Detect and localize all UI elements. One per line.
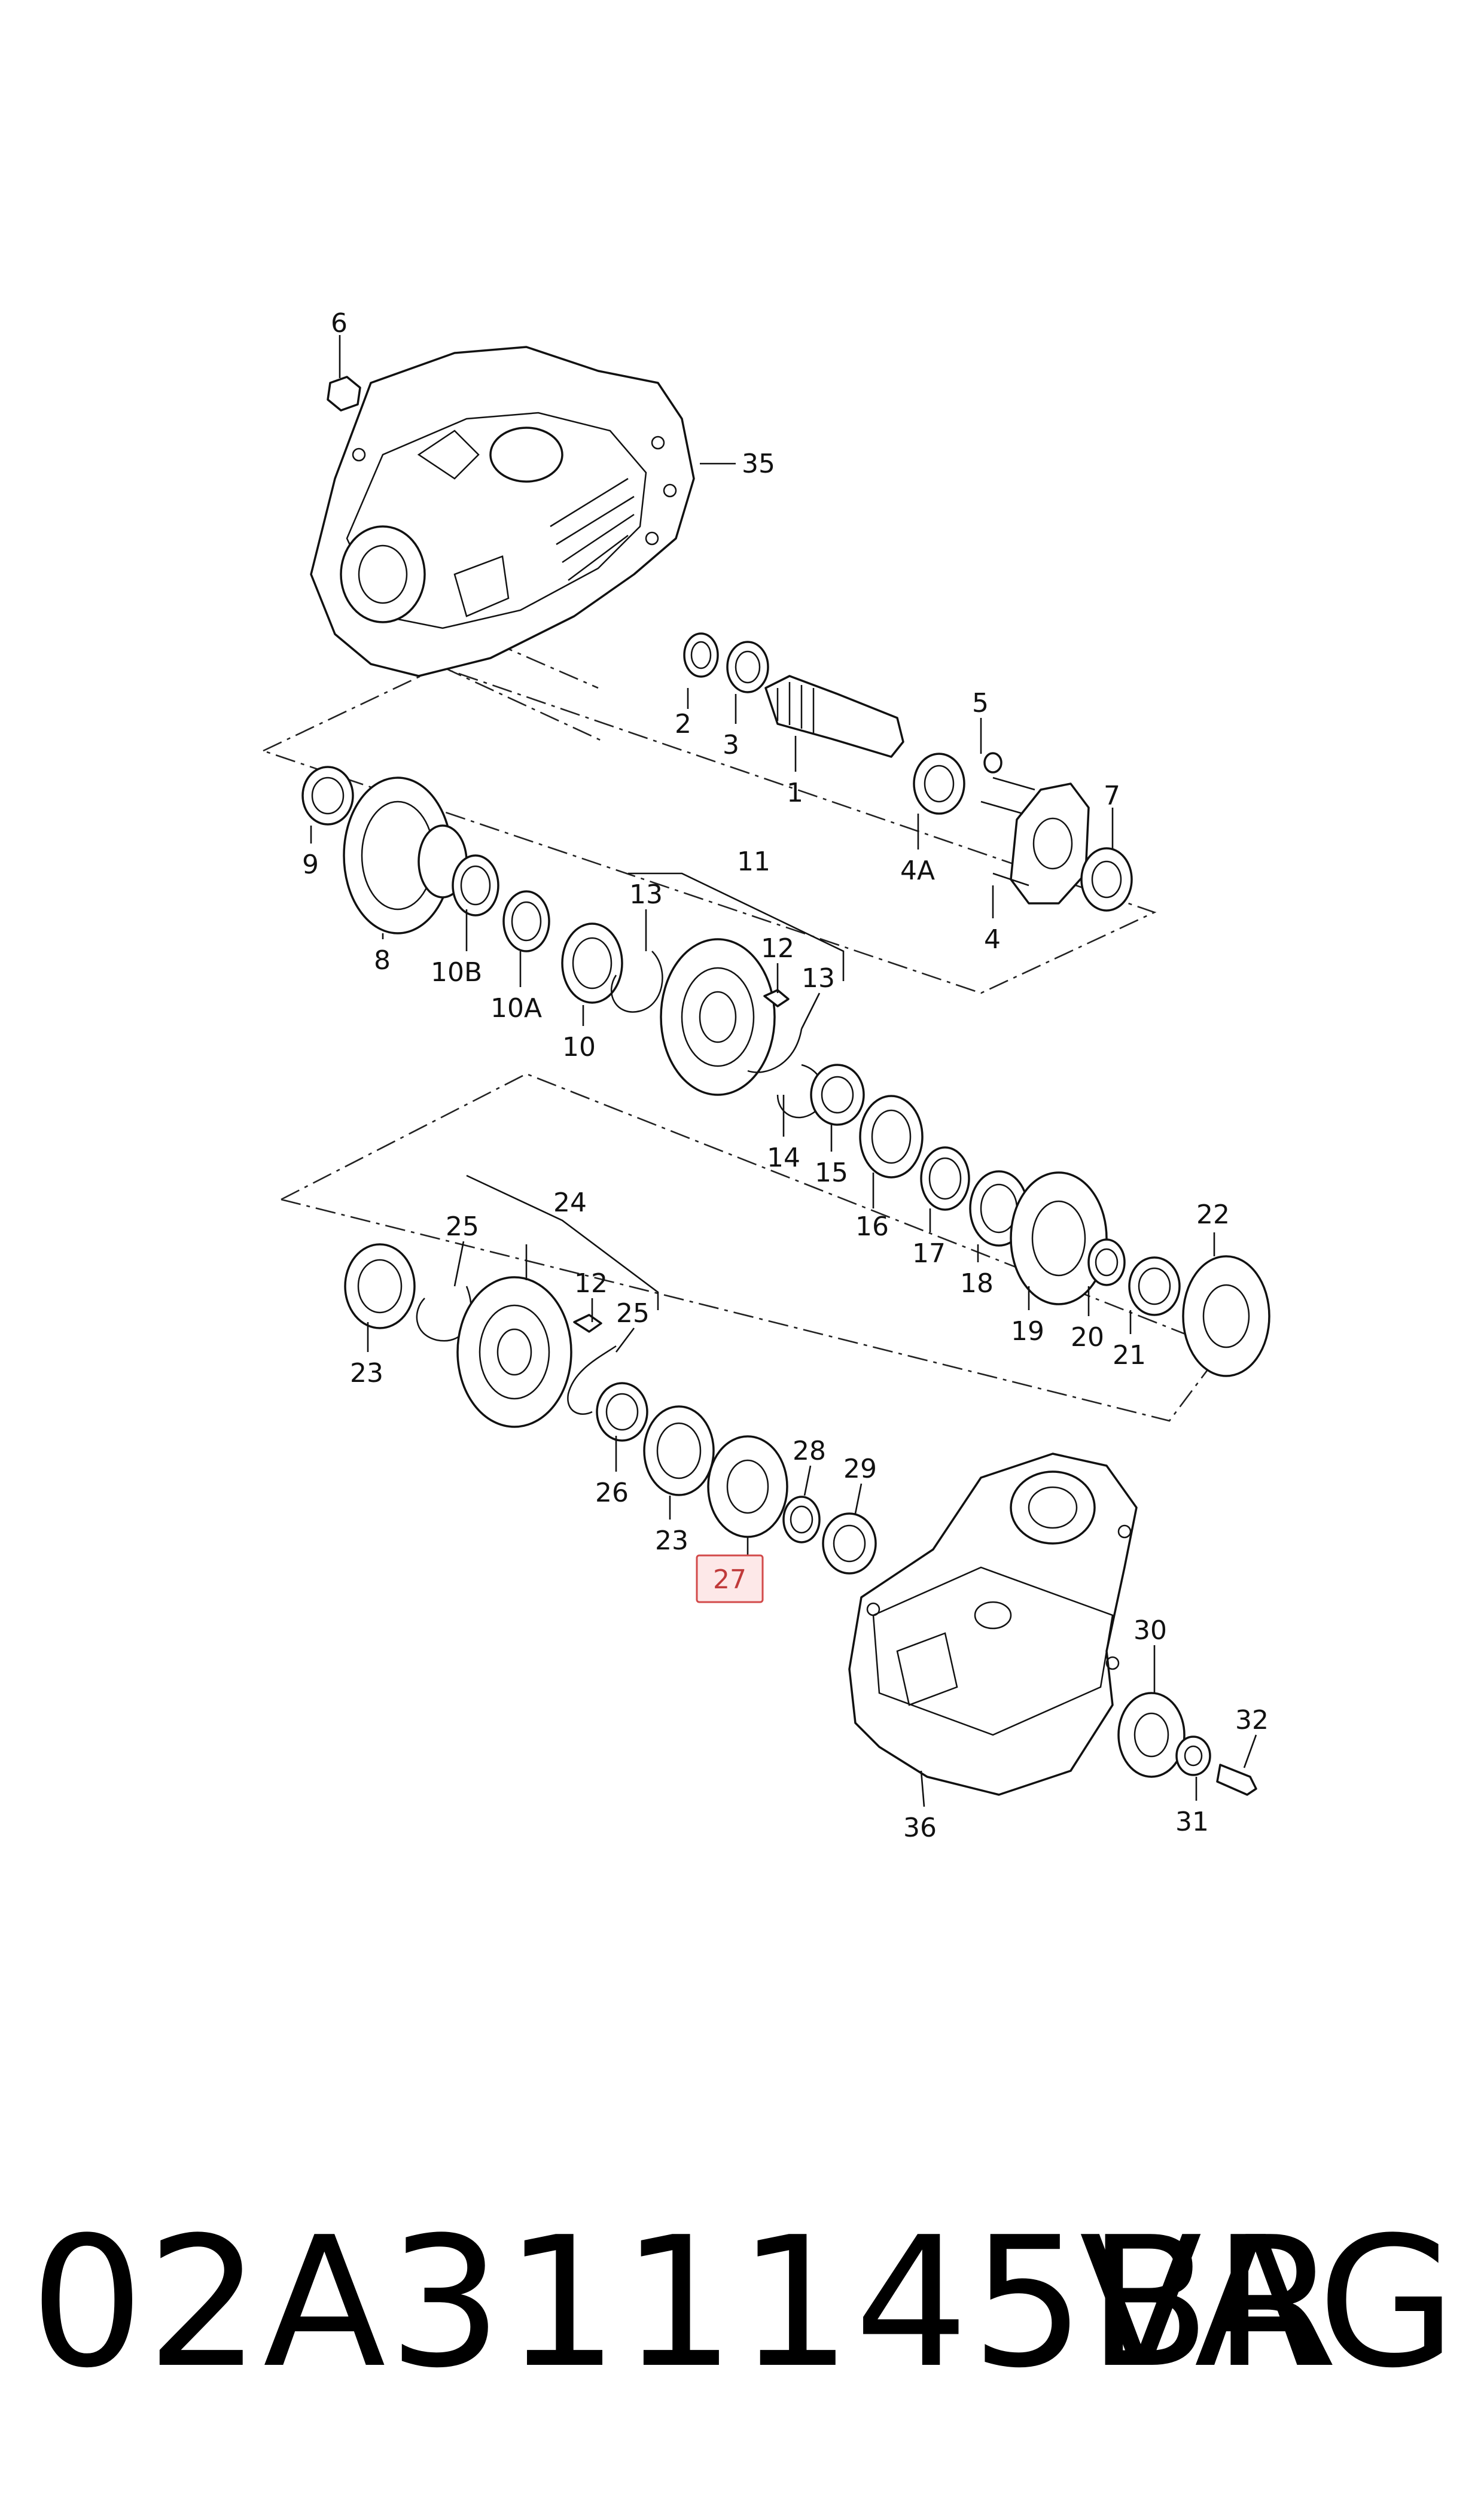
callout-36: 36 — [903, 1813, 937, 1843]
rear-small-parts — [1117, 1692, 1257, 1796]
seal-7 — [1080, 847, 1133, 912]
callout-9: 9 — [302, 850, 319, 880]
key-12a — [763, 989, 790, 1007]
bearing-3 — [726, 641, 769, 693]
callout-12a: 12 — [761, 933, 794, 964]
callout-21: 21 — [1113, 1340, 1146, 1371]
callout-5: 5 — [972, 688, 989, 718]
ring-2 — [683, 632, 719, 678]
callout-12b: 12 — [574, 1268, 608, 1299]
callout-23b: 23 — [655, 1526, 688, 1556]
callout-2: 2 — [675, 709, 691, 739]
callout-6: 6 — [331, 308, 348, 339]
needle-bearing-15 — [810, 1064, 865, 1126]
lower-row-parts — [344, 1243, 877, 1575]
callout-26: 26 — [595, 1478, 629, 1508]
gear-27 — [707, 1435, 788, 1538]
needle-bearing-9 — [301, 766, 354, 826]
callout-labels: 6 35 2 3 1 5 7 4A 4 9 8 10B 10A 10 13 11… — [302, 308, 1269, 1843]
gear-19 — [1010, 1171, 1108, 1305]
flange-parts — [980, 777, 1133, 912]
callout-16: 16 — [855, 1211, 889, 1242]
ring-10a — [502, 890, 550, 952]
callout-13b: 13 — [802, 963, 835, 994]
callout-15: 15 — [815, 1158, 848, 1188]
ring-28 — [782, 1496, 821, 1543]
washer-31 — [1175, 1735, 1211, 1776]
callout-4: 4 — [984, 924, 1001, 955]
callout-8: 8 — [374, 945, 391, 976]
callout-7: 7 — [1104, 781, 1120, 811]
callout-32: 32 — [1235, 1705, 1269, 1735]
leader-lines — [310, 335, 1257, 1807]
highlight-box-27 — [696, 1554, 764, 1603]
gear-30 — [1117, 1692, 1186, 1778]
middle-row-parts — [776, 1064, 1270, 1377]
seal-4a — [913, 753, 965, 815]
callout-22: 22 — [1196, 1199, 1230, 1230]
bearing-29 — [822, 1512, 877, 1575]
ring-20 — [1087, 1238, 1126, 1286]
circlip-13a — [610, 951, 663, 1013]
footer: 02A311145BR VAG — [0, 2213, 1484, 2518]
callout-30: 30 — [1133, 1615, 1167, 1646]
upper-row-parts — [301, 766, 803, 1096]
gear-22 — [1182, 1255, 1270, 1377]
callout-1: 1 — [787, 778, 803, 808]
circlip-13b — [747, 1028, 803, 1073]
synchro-ring-16 — [859, 1095, 924, 1179]
callout-28: 28 — [793, 1436, 826, 1466]
nut-6 — [327, 376, 361, 412]
callout-3: 3 — [723, 730, 739, 760]
exploded-parts-diagram: 6 35 2 3 1 5 7 4A 4 9 8 10B 10A 10 13 11… — [263, 308, 1270, 1843]
ring-10b — [452, 854, 499, 917]
callout-25b: 25 — [616, 1298, 650, 1329]
callout-18: 18 — [960, 1268, 994, 1299]
callout-10b: 10B — [431, 957, 482, 988]
callout-31: 31 — [1175, 1807, 1209, 1837]
synchro-hub-11 — [660, 938, 776, 1096]
part-number: 02A311145BR — [30, 2199, 1340, 2407]
circlip-25b — [567, 1345, 617, 1415]
brand-name: VAG — [1079, 2199, 1460, 2407]
synchro-ring-10 — [561, 922, 623, 1004]
washer-5 — [983, 752, 1002, 774]
callout-10: 10 — [562, 1032, 596, 1062]
callout-17: 17 — [912, 1238, 946, 1269]
needle-bearing-26 — [596, 1382, 648, 1442]
synchro-ring-23b — [643, 1405, 715, 1496]
key-12b — [573, 1314, 602, 1333]
callout-24: 24 — [553, 1188, 587, 1218]
shaft-parts-top — [683, 632, 1002, 815]
callout-11: 11 — [737, 847, 770, 877]
housing-rear-36 — [848, 1453, 1138, 1796]
callout-29: 29 — [843, 1454, 877, 1484]
callout-35: 35 — [742, 449, 775, 479]
callout-19: 19 — [1011, 1316, 1044, 1347]
callout-14: 14 — [767, 1143, 800, 1173]
housing-upper-35 — [310, 346, 695, 677]
callout-23a: 23 — [350, 1358, 383, 1389]
callout-13a: 13 — [629, 879, 663, 910]
synchro-hub-24 — [456, 1276, 572, 1428]
bolt-32 — [1216, 1764, 1257, 1796]
callout-20: 20 — [1071, 1322, 1104, 1353]
callout-4a: 4A — [900, 855, 935, 886]
callout-27: 27 — [713, 1564, 746, 1595]
synchro-ring-23a — [344, 1243, 416, 1329]
needle-bearing-21 — [1128, 1256, 1181, 1316]
callout-25a: 25 — [446, 1211, 479, 1242]
pinion-shaft-1 — [764, 675, 904, 758]
ring-17 — [920, 1146, 970, 1211]
callout-10a: 10A — [490, 993, 542, 1024]
